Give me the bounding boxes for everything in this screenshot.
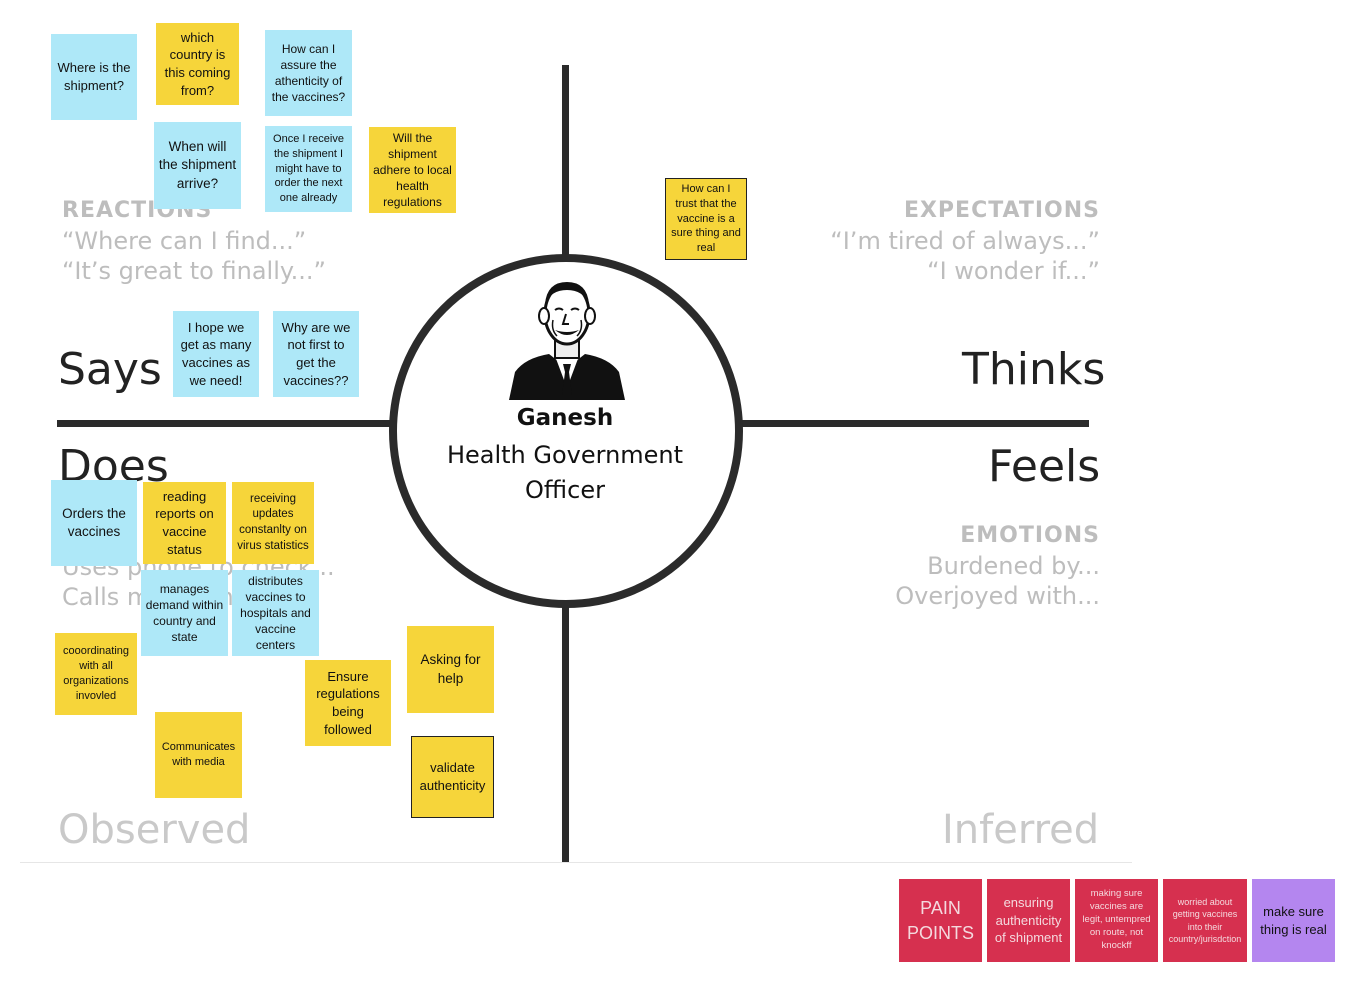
sticky-note[interactable]: Orders the vaccines [51,480,137,566]
sticky-note[interactable]: cooordinating with all organizations inv… [55,633,137,715]
sticky-note[interactable]: validate authenticity [411,736,494,818]
pain-points-title[interactable]: PAIN POINTS [899,879,982,962]
person-portrait-icon [505,276,629,400]
thinks-label: Thinks [962,344,1106,395]
reactions-line-2: “It’s great to finally...” [62,257,326,285]
pain-point-note[interactable]: worried about getting vaccines into thei… [1163,879,1247,962]
expectations-heading: EXPECTATIONS [903,198,1100,223]
sticky-note[interactable]: receiving updates constanlty on virus st… [232,482,314,564]
persona-circle [389,254,743,608]
vertical-axis-bottom [562,603,569,862]
sticky-note[interactable]: Will the shipment adhere to local health… [369,127,456,213]
sticky-note[interactable]: manages demand within country and state [141,570,228,656]
emotions-line-1: Burdened by... [927,552,1100,580]
horizontal-axis-left [57,420,391,427]
reactions-line-1: “Where can I find...” [62,227,307,255]
sticky-note[interactable]: Ensure regulations being followed [305,660,391,746]
sticky-note[interactable]: Why are we not first to get the vaccines… [273,311,359,397]
emotions-hint: EMOTIONS Burdened by... Overjoyed with..… [800,521,1100,611]
horizontal-axis-right [741,420,1089,427]
sticky-note[interactable]: How can I assure the athenticity of the … [265,30,352,116]
persona-name: Ganesh [516,405,614,431]
sticky-note[interactable]: Where is the shipment? [51,34,137,120]
sticky-note[interactable]: distributes vaccines to hospitals and va… [232,570,319,656]
says-label: Says [58,344,162,395]
pain-point-note[interactable]: ensuring authenticity of shipment [987,879,1070,962]
expectations-line-1: “I’m tired of always...” [830,227,1100,255]
pain-point-note[interactable]: make sure thing is real [1252,879,1335,962]
pain-point-note[interactable]: making sure vaccines are legit, untempre… [1075,879,1158,962]
emotions-line-2: Overjoyed with... [895,582,1100,610]
vertical-axis-top [562,65,569,259]
sticky-note[interactable]: Communicates with media [155,712,242,798]
sticky-note[interactable]: which country is this coming from? [156,23,239,105]
persona-role: Health Government Officer [446,441,684,504]
observed-label: Observed [58,807,251,853]
expectations-hint: EXPECTATIONS “I’m tired of always...” “I… [780,196,1100,286]
sticky-note[interactable]: reading reports on vaccine status [143,482,226,564]
emotions-heading: EMOTIONS [960,523,1100,548]
expectations-line-2: “I wonder if...” [927,257,1100,285]
sticky-note[interactable]: When will the shipment arrive? [154,122,241,209]
inferred-label: Inferred [942,807,1100,853]
feels-label: Feels [988,441,1101,492]
sticky-note[interactable]: Asking for help [407,626,494,713]
sticky-note[interactable]: How can I trust that the vaccine is a su… [665,178,747,260]
sticky-note[interactable]: Once I receive the shipment I might have… [265,126,352,212]
sticky-note[interactable]: I hope we get as many vaccines as we nee… [173,311,259,397]
canvas-divider [20,862,1132,863]
